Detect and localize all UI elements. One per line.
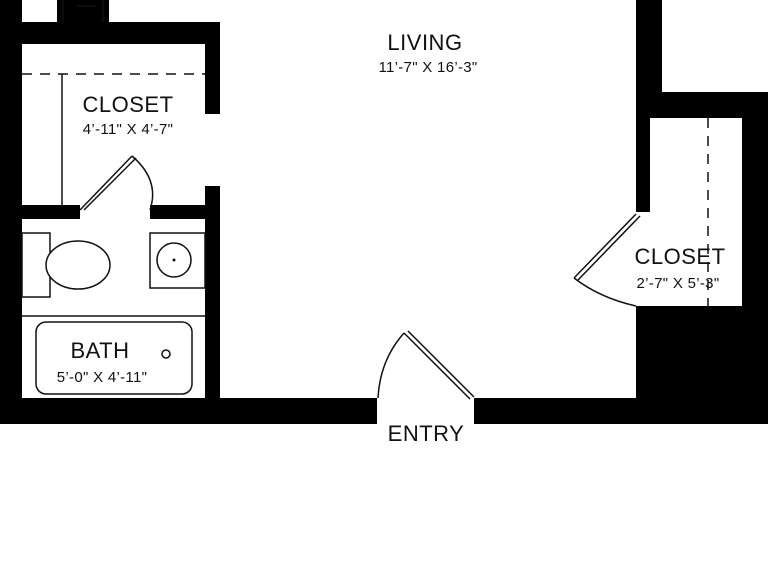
bath-name: BATH: [70, 338, 129, 363]
top-left-wall: [0, 22, 220, 44]
bath: BATH 5’-0" X 4’-11": [21, 232, 206, 395]
toilet-bowl: [45, 240, 111, 290]
bath-east-wall: [205, 186, 220, 424]
walls: [0, 0, 768, 424]
closet-left-name: CLOSET: [82, 92, 173, 117]
living-dimensions: 11’-7" X 16’-3": [378, 59, 477, 76]
entry-door-leaf: [403, 332, 471, 400]
bottom-wall-left: [0, 398, 377, 424]
entry-door-swing: [377, 332, 405, 399]
entry-label: ENTRY: [388, 421, 465, 446]
closet-right-dimensions: 2’-7" X 5’-3": [637, 275, 720, 292]
top-stub-wall: [57, 0, 109, 22]
closet-door-leaf: [79, 155, 133, 211]
top-left-fragment: [62, 0, 104, 22]
entry-door: ENTRY: [377, 330, 475, 446]
closet-bath-divider-wall: [205, 22, 220, 114]
living-east-wall-upper: [636, 0, 662, 118]
bathtub: [35, 321, 193, 395]
right-closet: CLOSET 2’-7" X 5’-3": [573, 118, 725, 307]
living: LIVING 11’-7" X 16’-3": [378, 30, 477, 76]
closet-bath-horizontal-wall-left: [0, 205, 80, 219]
right-closet-door-leaf: [573, 213, 637, 279]
right-closet-west-wall: [636, 118, 650, 212]
closet-left-dimensions: 4’-11" X 4’-7": [83, 121, 173, 138]
tub-drain: [161, 349, 171, 359]
right-closet-bottom-block: [636, 306, 768, 424]
bath-dimensions: 5’-0" X 4’-11": [57, 369, 147, 386]
closet-bath-horizontal-wall-right: [150, 205, 220, 219]
left-closet: CLOSET 4’-11" X 4’-7": [22, 73, 205, 211]
closet-door-swing: [131, 155, 154, 211]
right-closet-door-swing: [573, 277, 637, 307]
living-name: LIVING: [387, 30, 462, 55]
closet-right-name: CLOSET: [634, 244, 725, 269]
